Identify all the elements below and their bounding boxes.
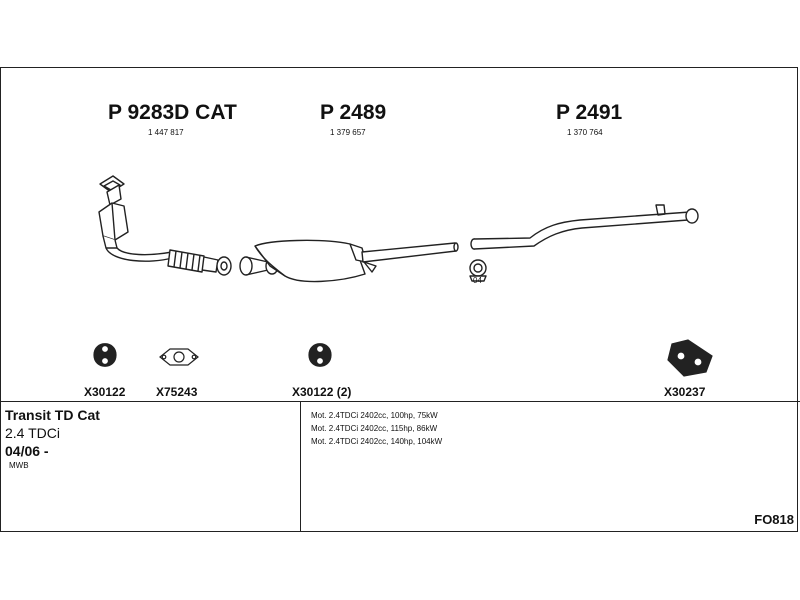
info-column-divider xyxy=(300,401,301,532)
gasket-icon[interactable] xyxy=(159,348,199,366)
vehicle-wheelbase: MWB xyxy=(9,461,29,470)
vehicle-info: Transit TD Cat 2.4 TDCi 04/06 - MWB xyxy=(5,406,295,472)
part-number-tail-pipe[interactable]: P 2491 xyxy=(556,101,623,124)
vehicle-name: Transit TD Cat xyxy=(5,407,100,423)
accessory-code-x30122[interactable]: X30122 xyxy=(84,385,126,399)
motor-line: Mot. 2.4TDCi 2402cc, 140hp, 104kW xyxy=(311,437,443,446)
oem-number-tail-pipe: 1 370 764 xyxy=(567,128,603,137)
motor-list: Mot. 2.4TDCi 2402cc, 100hp, 75kW Mot. 2.… xyxy=(311,409,442,448)
oem-number-middle-silencer: 1 379 657 xyxy=(330,128,366,137)
oem-number-catalyst: 1 447 817 xyxy=(148,128,184,137)
accessory-code-x75243[interactable]: X75243 xyxy=(156,385,198,399)
clamp-quantity: 04 xyxy=(473,276,482,285)
middle-silencer-part[interactable] xyxy=(239,239,459,283)
clamp-part[interactable] xyxy=(469,259,487,282)
tail-pipe-part[interactable] xyxy=(470,204,699,250)
info-divider xyxy=(0,401,800,402)
motor-line: Mot. 2.4TDCi 2402cc, 115hp, 86kW xyxy=(311,424,438,433)
part-number-catalyst[interactable]: P 9283D CAT xyxy=(108,101,237,124)
rubber-hanger-icon[interactable] xyxy=(93,343,117,367)
diagram-frame xyxy=(0,67,798,532)
catalyst-part[interactable] xyxy=(98,175,232,276)
vehicle-engine: 2.4 TDCi xyxy=(5,425,60,441)
part-number-middle-silencer[interactable]: P 2489 xyxy=(320,101,387,124)
motor-line: Mot. 2.4TDCi 2402cc, 100hp, 75kW xyxy=(311,411,438,420)
system-code: FO818 xyxy=(754,512,794,527)
accessory-code-x30122-qty2[interactable]: X30122 (2) xyxy=(292,385,352,399)
accessory-code-x30237[interactable]: X30237 xyxy=(664,385,706,399)
rubber-hanger-icon[interactable] xyxy=(308,343,332,367)
rubber-mount-icon[interactable] xyxy=(667,339,713,377)
vehicle-date: 04/06 - xyxy=(5,443,49,459)
